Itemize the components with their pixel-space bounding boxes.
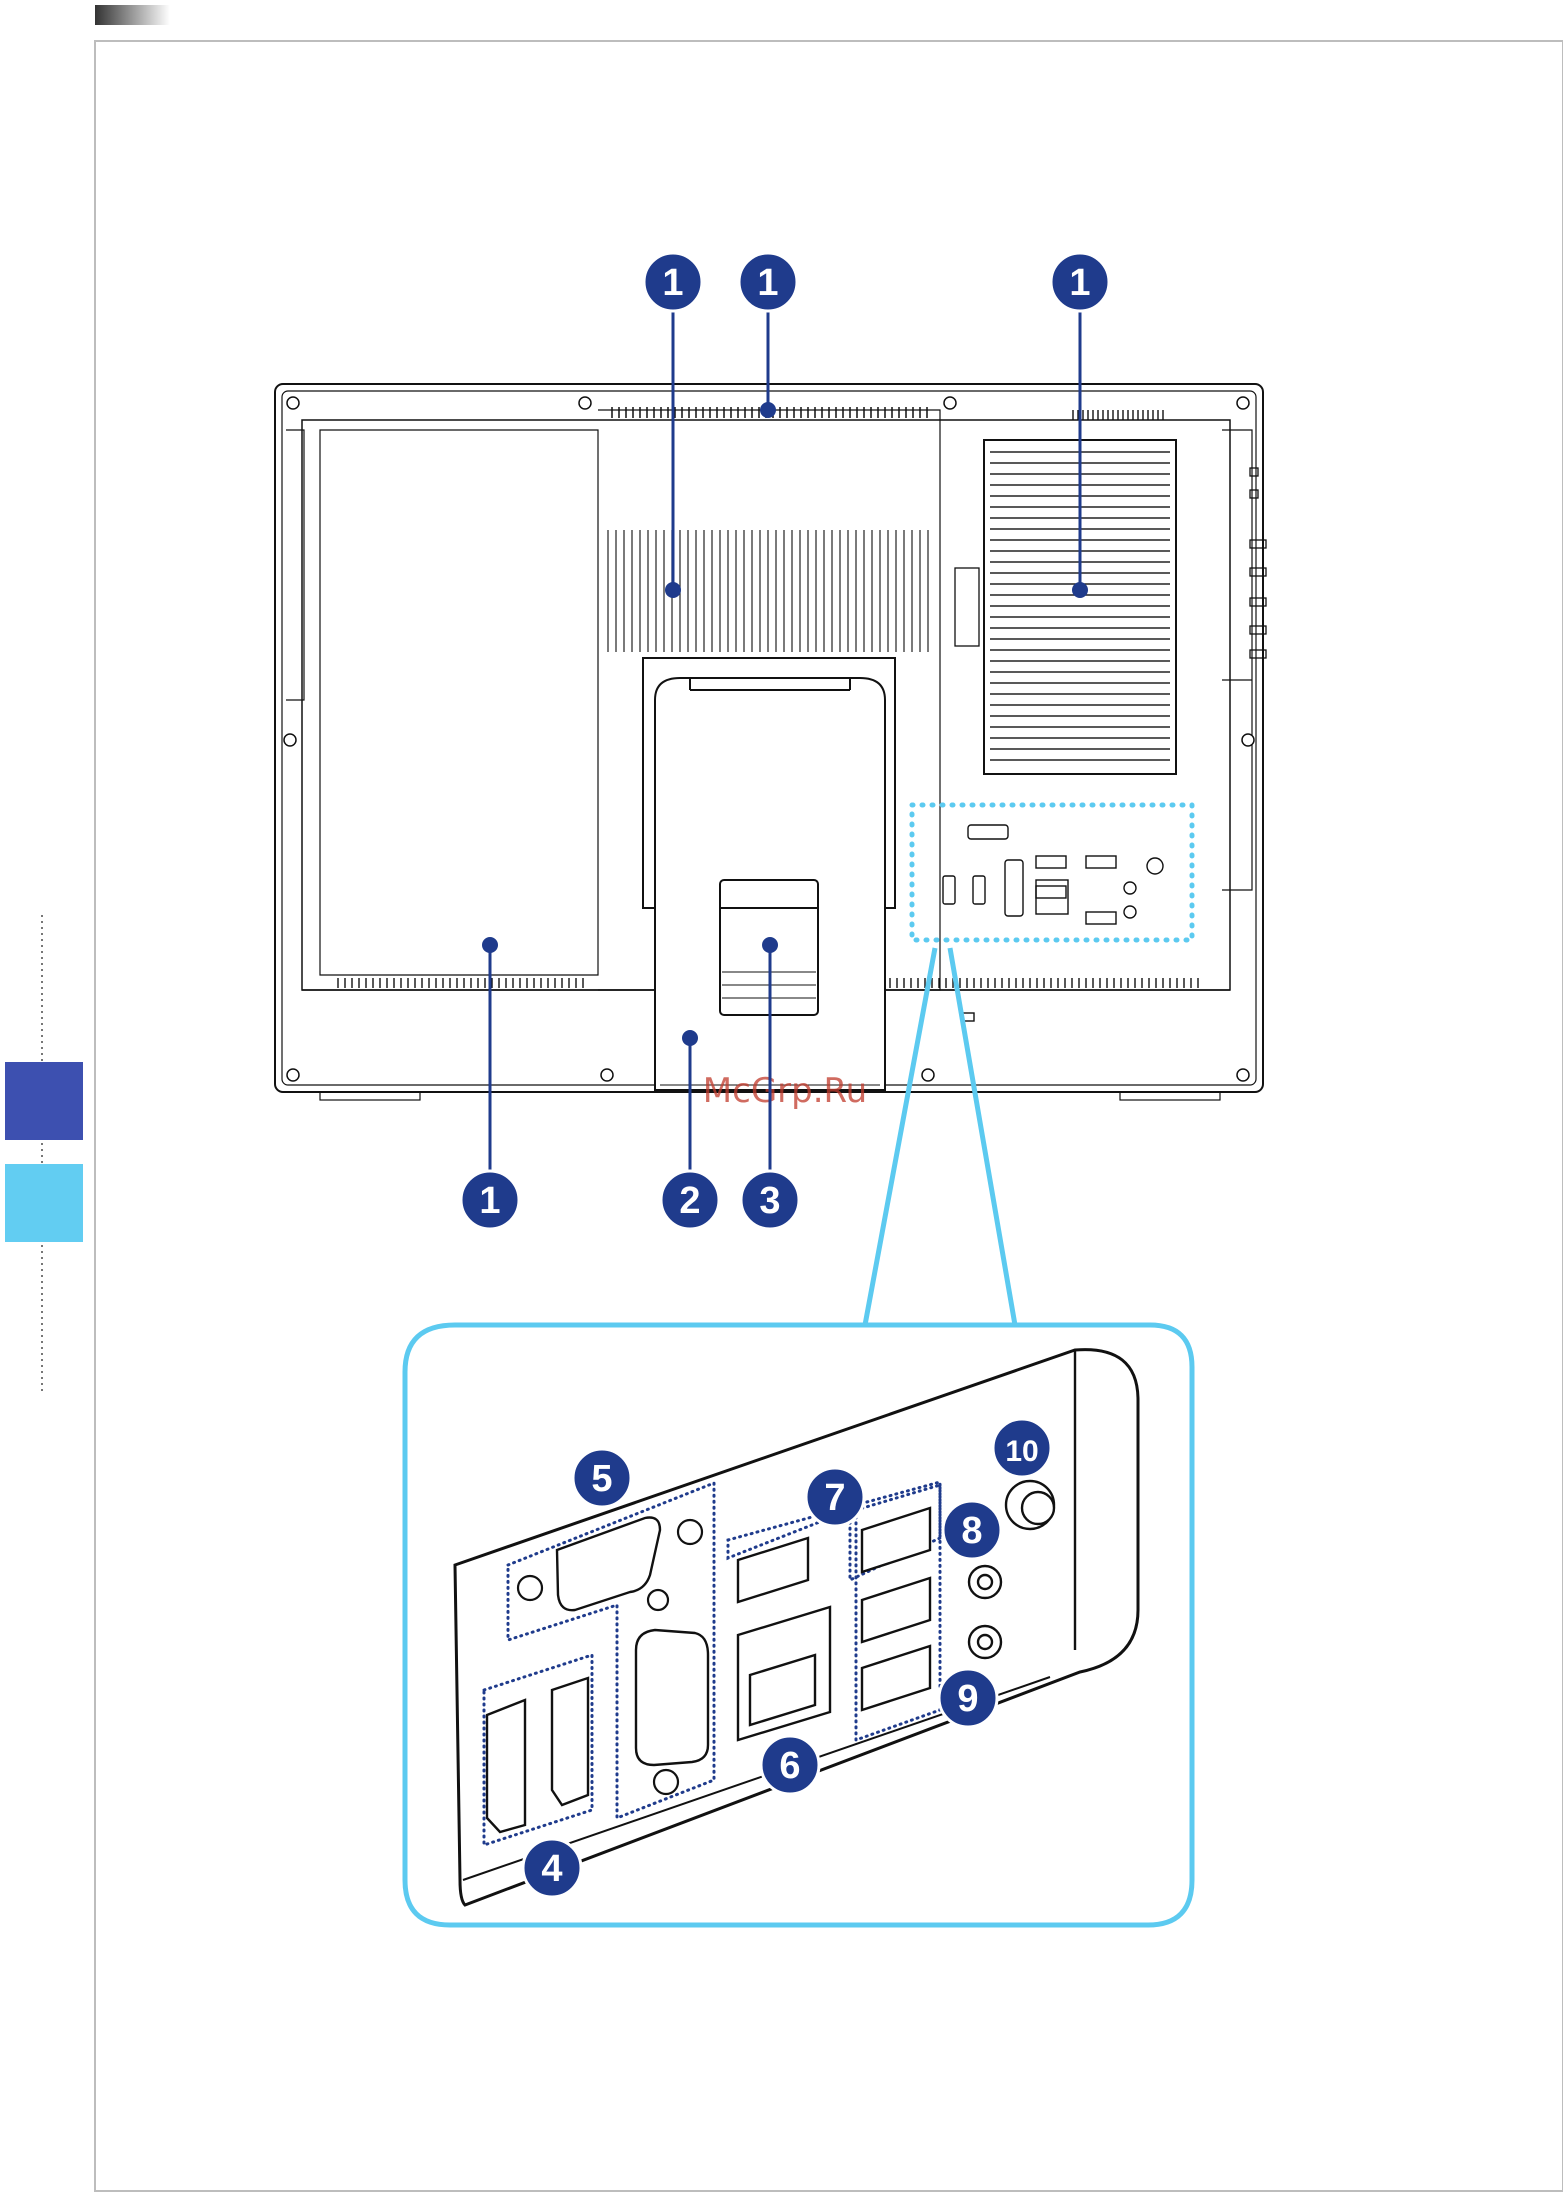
- right-top-vent: [1073, 410, 1163, 420]
- callout-number: 1: [662, 262, 683, 304]
- chapter-tab-dark: [5, 1062, 83, 1140]
- callout-number: 5: [591, 1458, 612, 1500]
- header-gradient-bar: [95, 5, 170, 25]
- callout-detail-0: 4: [523, 1839, 581, 1897]
- callout-number: 8: [961, 1510, 982, 1552]
- callout-main-0: 1: [644, 253, 702, 311]
- callout-detail-2: 6: [761, 1736, 819, 1794]
- callout-number: 6: [779, 1745, 800, 1787]
- callout-number: 9: [957, 1678, 978, 1720]
- center-vent: [608, 530, 928, 652]
- callout-main-1: 1: [739, 253, 797, 311]
- callout-number: 3: [759, 1180, 780, 1222]
- callout-main-2: 1: [1051, 253, 1109, 311]
- callout-main-5: 3: [741, 1171, 799, 1229]
- callout-detail-3: 7: [806, 1468, 864, 1526]
- callout-detail-1: 5: [573, 1449, 631, 1507]
- callout-detail-4: 8: [943, 1501, 1001, 1559]
- watermark: McGrp.Ru: [703, 1071, 867, 1111]
- callout-number: 4: [541, 1848, 562, 1890]
- callout-detail-5: 9: [939, 1669, 997, 1727]
- callout-number: 1: [479, 1180, 500, 1222]
- callout-number: 1: [1069, 262, 1090, 304]
- callout-detail-6: 10: [993, 1419, 1051, 1477]
- callout-number: 2: [679, 1180, 700, 1222]
- callout-number: 7: [824, 1477, 845, 1519]
- chapter-tab-light: [5, 1164, 83, 1242]
- page-frame: [95, 41, 1563, 2191]
- callout-number: 10: [1005, 1435, 1038, 1468]
- callout-main-3: 1: [461, 1171, 519, 1229]
- callout-main-4: 2: [661, 1171, 719, 1229]
- zoom-connector: [865, 948, 1015, 1325]
- io-panel-small: [943, 825, 1163, 1021]
- callout-number: 1: [757, 262, 778, 304]
